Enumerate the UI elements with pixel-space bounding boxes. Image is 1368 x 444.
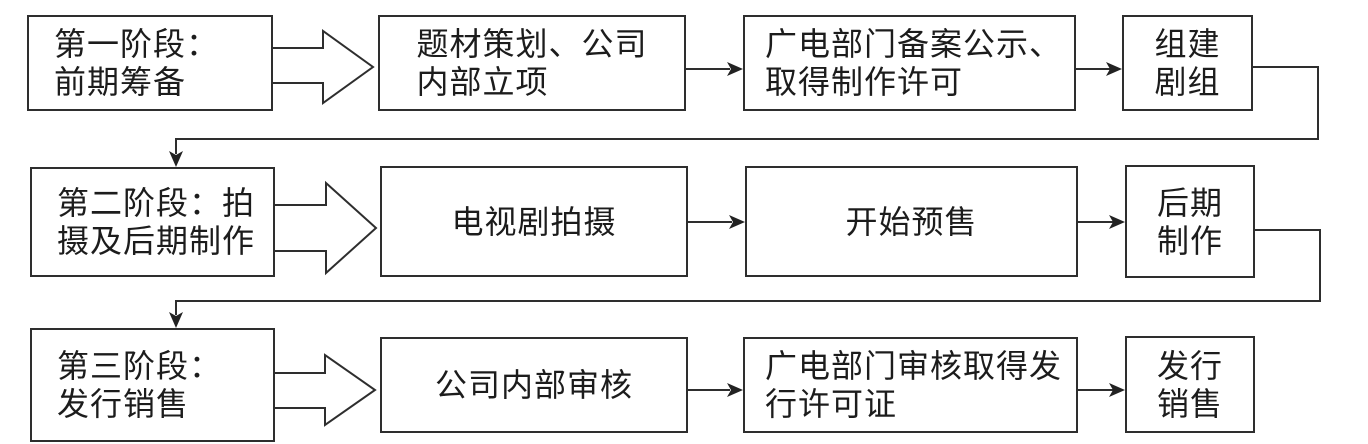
step-line: 行许可证 — [765, 385, 898, 423]
step-filing-permit-label: 广电部门备案公示、 取得制作许可 — [765, 25, 1062, 101]
step-line: 剧组 — [1154, 63, 1221, 101]
step-distribution-sales: 发行 销售 — [1125, 336, 1255, 433]
step-post-production-label: 后期 制作 — [1157, 184, 1223, 260]
stage-3-line-1: 第三阶段： — [57, 347, 223, 385]
step-line: 电视剧拍摄 — [451, 202, 617, 241]
step-topic-planning: 题材策划、公司 内部立项 — [378, 15, 686, 111]
stage-2-label: 第二阶段：拍 摄及后期制作 — [57, 184, 255, 260]
stage-1-block-arrow — [271, 29, 375, 105]
step-topic-planning-label: 题材策划、公司 内部立项 — [416, 25, 647, 101]
stage-3-line-2: 发行销售 — [57, 385, 190, 423]
step-line: 取得制作许可 — [765, 63, 964, 101]
arrowhead-row3 — [169, 312, 183, 328]
step-presale-label: 开始预售 — [845, 203, 977, 241]
arrowhead-2-2 — [1109, 215, 1125, 229]
stage-2-box: 第二阶段：拍 摄及后期制作 — [30, 167, 275, 277]
step-filing-permit: 广电部门备案公示、 取得制作许可 — [743, 15, 1076, 111]
step-line: 发行 — [1156, 346, 1223, 385]
arrowhead-row2 — [169, 151, 183, 167]
step-distribution-sales-label: 发行 销售 — [1157, 347, 1223, 423]
step-form-crew: 组建 剧组 — [1122, 15, 1253, 111]
step-presale: 开始预售 — [745, 166, 1078, 277]
arrowhead-1-2 — [1106, 62, 1122, 76]
stage-1-line-1: 第一阶段： — [54, 25, 220, 63]
step-line: 后期 — [1156, 183, 1223, 222]
step-line: 销售 — [1156, 384, 1223, 423]
stage-1-label: 第一阶段： 前期筹备 — [54, 25, 219, 101]
step-line: 制作 — [1156, 221, 1223, 260]
step-line: 开始预售 — [845, 202, 978, 241]
step-distribution-license: 广电部门审核取得发 行许可证 — [743, 337, 1078, 433]
step-distribution-license-label: 广电部门审核取得发 行许可证 — [765, 347, 1062, 423]
stage-2-line-2: 摄及后期制作 — [57, 222, 256, 260]
stage-2-line-1: 第二阶段：拍 — [57, 184, 256, 222]
arrowhead-3-1 — [727, 383, 743, 397]
stage-1-line-2: 前期筹备 — [54, 63, 187, 101]
stage-3-label: 第三阶段： 发行销售 — [57, 347, 222, 423]
step-line: 内部立项 — [416, 63, 549, 101]
arrowhead-3-2 — [1109, 383, 1125, 397]
step-line: 组建 — [1154, 25, 1221, 63]
stage-2-block-arrow — [273, 180, 378, 276]
step-tv-shooting: 电视剧拍摄 — [380, 166, 688, 277]
step-post-production: 后期 制作 — [1125, 165, 1255, 278]
arrowhead-1-1 — [727, 62, 743, 76]
arrowhead-2-1 — [729, 215, 745, 229]
step-internal-review-label: 公司内部审核 — [435, 366, 633, 404]
step-form-crew-label: 组建 剧组 — [1154, 25, 1220, 101]
step-tv-shooting-label: 电视剧拍摄 — [451, 203, 616, 241]
stage-1-box: 第一阶段： 前期筹备 — [27, 15, 273, 111]
step-line: 公司内部审核 — [434, 366, 633, 404]
stage-3-box: 第三阶段： 发行销售 — [30, 328, 275, 442]
stage-3-block-arrow — [273, 353, 377, 427]
step-line: 题材策划、公司 — [416, 25, 648, 63]
step-line: 广电部门审核取得发 — [765, 347, 1063, 385]
step-line: 广电部门备案公示、 — [765, 25, 1063, 63]
step-internal-review: 公司内部审核 — [380, 337, 688, 433]
